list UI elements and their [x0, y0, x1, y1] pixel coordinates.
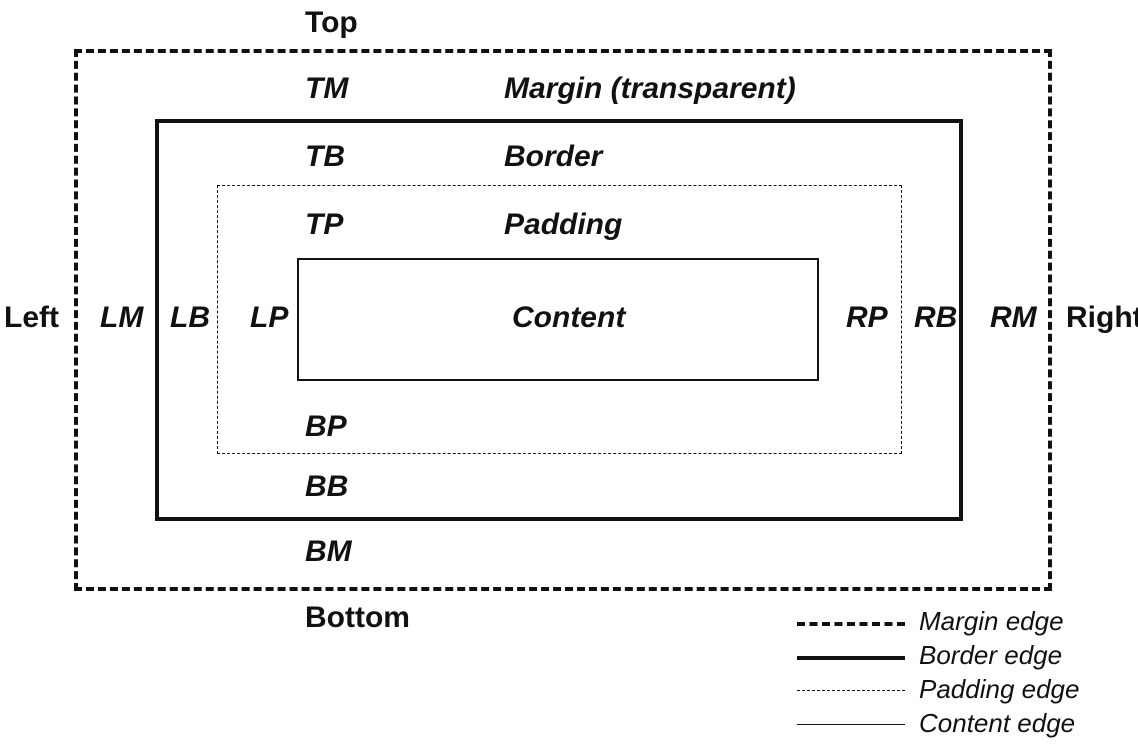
legend-label: Content edge — [919, 708, 1076, 738]
legend-swatch-thin-dashed — [797, 690, 905, 691]
legend-item-padding-edge: Padding edge — [797, 674, 1117, 708]
legend-label: Padding edge — [919, 674, 1080, 704]
border-region-label: Border — [504, 140, 603, 173]
content-edge-box — [297, 258, 819, 381]
side-label-right: Right — [1066, 301, 1138, 334]
legend: Margin edge Border edge Padding edge Con… — [797, 606, 1117, 742]
side-label-bottom: Bottom — [305, 601, 410, 634]
side-label-top: Top — [305, 6, 358, 39]
margin-region-label: Margin (transparent) — [504, 72, 796, 105]
left-margin-label: LM — [100, 301, 144, 334]
bottom-padding-label: BP — [305, 410, 347, 443]
legend-swatch-thin-solid — [797, 724, 905, 725]
side-label-left: Left — [4, 301, 59, 334]
legend-label: Border edge — [919, 640, 1063, 670]
legend-item-border-edge: Border edge — [797, 640, 1117, 674]
legend-item-content-edge: Content edge — [797, 708, 1117, 742]
top-border-label: TB — [305, 140, 345, 173]
right-padding-label: RP — [846, 301, 888, 334]
top-margin-label: TM — [305, 72, 349, 105]
legend-swatch-thick-solid — [797, 656, 905, 660]
right-margin-label: RM — [990, 301, 1037, 334]
top-padding-label: TP — [305, 208, 344, 241]
legend-label: Margin edge — [919, 606, 1064, 636]
right-border-label: RB — [914, 301, 958, 334]
bottom-margin-label: BM — [305, 535, 352, 568]
content-region-label: Content — [512, 301, 626, 334]
border-edge-box — [155, 119, 963, 521]
padding-region-label: Padding — [504, 208, 623, 241]
left-border-label: LB — [170, 301, 210, 334]
left-padding-label: LP — [250, 301, 289, 334]
legend-item-margin-edge: Margin edge — [797, 606, 1117, 640]
legend-swatch-thick-dashed — [797, 622, 905, 626]
bottom-border-label: BB — [305, 470, 349, 503]
padding-edge-box — [217, 185, 902, 454]
margin-edge-box — [74, 49, 1052, 591]
